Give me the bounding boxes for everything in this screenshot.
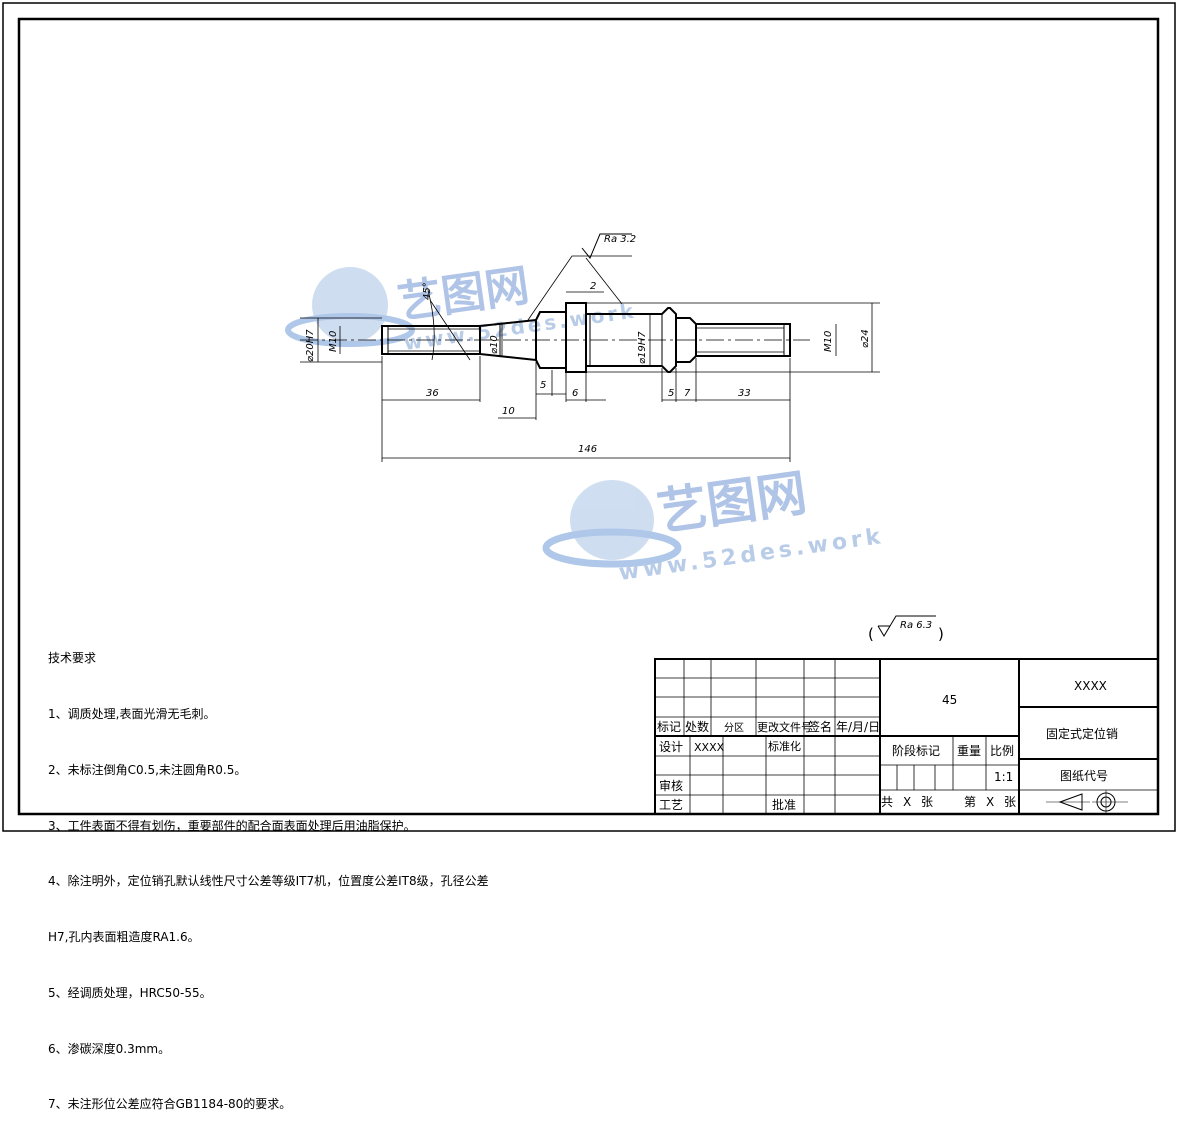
tb-company: XXXX xyxy=(1074,679,1107,693)
tech-item-4-cont: H7,孔内表面粗造度RA1.6。 xyxy=(48,930,200,945)
tb-qianming: 签名 xyxy=(808,719,832,734)
tech-item-1: 1、调质处理,表面光滑无毛刺。 xyxy=(48,706,216,721)
part-drawing xyxy=(300,233,880,462)
tb-zhang2: 张 xyxy=(1004,795,1016,809)
tb-shenhe: 审核 xyxy=(659,778,683,793)
dim-d10: ⌀10 xyxy=(489,335,500,354)
watermark-brand-center: 艺图网 xyxy=(654,464,811,542)
outer-border xyxy=(2,2,1176,832)
tb-nianyueri: 年/月/日 xyxy=(836,720,880,734)
tech-item-5: 5、经调质处理，HRC50-55。 xyxy=(48,985,212,1000)
tb-zhang1: 张 xyxy=(921,795,933,809)
tb-bili: 比例 xyxy=(990,744,1014,758)
tb-fenqu: 分区 xyxy=(724,722,744,734)
dim-33: 33 xyxy=(738,388,751,399)
tb-drawing-no-label: 图纸代号 xyxy=(1060,769,1108,783)
general-roughness: ( Ra 6.3 ) xyxy=(868,615,944,643)
tb-gongyi: 工艺 xyxy=(659,798,683,812)
tech-item-4: 4、除注明外，定位销孔默认线性尺寸公差等级IT7机，位置度公差IT8级，孔径公差 xyxy=(48,874,489,889)
tb-x1: X xyxy=(903,795,911,809)
svg-text:Ra 6.3: Ra 6.3 xyxy=(900,620,932,631)
dim-m10-left: M10 xyxy=(328,331,339,352)
tb-gengai: 更改文件号 xyxy=(757,720,812,734)
tech-item-2: 2、未标注倒角C0.5,未注圆角R0.5。 xyxy=(48,762,247,777)
tb-chushu: 处数 xyxy=(685,719,709,734)
dim-146: 146 xyxy=(578,444,597,455)
watermark-logo-center: 艺图网 www.52des.work xyxy=(542,464,886,586)
dim-45deg: 45° xyxy=(422,282,433,300)
tb-zhongliang: 重量 xyxy=(957,744,981,758)
watermark-logo-top: 艺图网 www.52des.work xyxy=(285,260,638,355)
roughness-callout-leader xyxy=(527,255,632,321)
tech-requirements-title: 技术要求 xyxy=(48,651,97,666)
tb-material: 45 xyxy=(942,693,957,707)
tech-item-7: 7、未注形位公差应符合GB1184-80的要求。 xyxy=(48,1097,292,1112)
title-block xyxy=(654,658,1159,815)
tb-biaozhunhua: 标准化 xyxy=(768,739,801,753)
dim-5a: 5 xyxy=(540,380,546,391)
right-thread-section xyxy=(695,323,791,357)
tb-pizhun: 批准 xyxy=(772,797,796,812)
tb-scale: 1:1 xyxy=(994,770,1013,784)
dim-m10-right: M10 xyxy=(823,331,834,352)
inner-frame xyxy=(17,17,1160,816)
svg-text:): ) xyxy=(938,625,944,643)
first-angle-projection-icon xyxy=(1046,790,1128,814)
tb-di: 第 xyxy=(964,795,976,809)
tb-biaoji: 标记 xyxy=(657,720,681,734)
tb-jieduan: 阶段标记 xyxy=(892,743,940,758)
roughness-callout-label: Ra 3.2 xyxy=(604,234,636,245)
dim-10: 10 xyxy=(502,406,515,417)
dim-2: 2 xyxy=(590,281,596,292)
tb-x2: X xyxy=(986,795,994,809)
dim-5b: 5 xyxy=(668,388,674,399)
tb-sheji: 设计 xyxy=(659,740,683,754)
body-d19 xyxy=(585,307,677,373)
tech-requirements: 技术要求 1、调质处理,表面光滑无毛刺。 2、未标注倒角C0.5,未注圆角R0.… xyxy=(48,612,489,1133)
dim-6: 6 xyxy=(572,388,578,399)
tb-part-name: 固定式定位销 xyxy=(1046,726,1118,741)
tech-item-6: 6、渗碳深度0.3mm。 xyxy=(48,1041,171,1056)
dim-36: 36 xyxy=(426,388,439,399)
svg-text:(: ( xyxy=(868,625,874,643)
tb-designer: XXXX xyxy=(694,741,725,754)
dim-7: 7 xyxy=(684,388,691,399)
tb-gong: 共 xyxy=(881,795,893,809)
dim-d19h7: ⌀19H7 xyxy=(637,331,648,364)
dim-d20h7: ⌀20H7 xyxy=(305,329,316,362)
dim-d24: ⌀24 xyxy=(860,329,871,348)
drawing-sheet: 艺图网 www.52des.work 艺图网 www.52des.work xyxy=(2,2,1176,832)
tech-item-3: 3、工件表面不得有划伤，重要部件的配合面表面处理后用油脂保护。 xyxy=(48,818,416,833)
